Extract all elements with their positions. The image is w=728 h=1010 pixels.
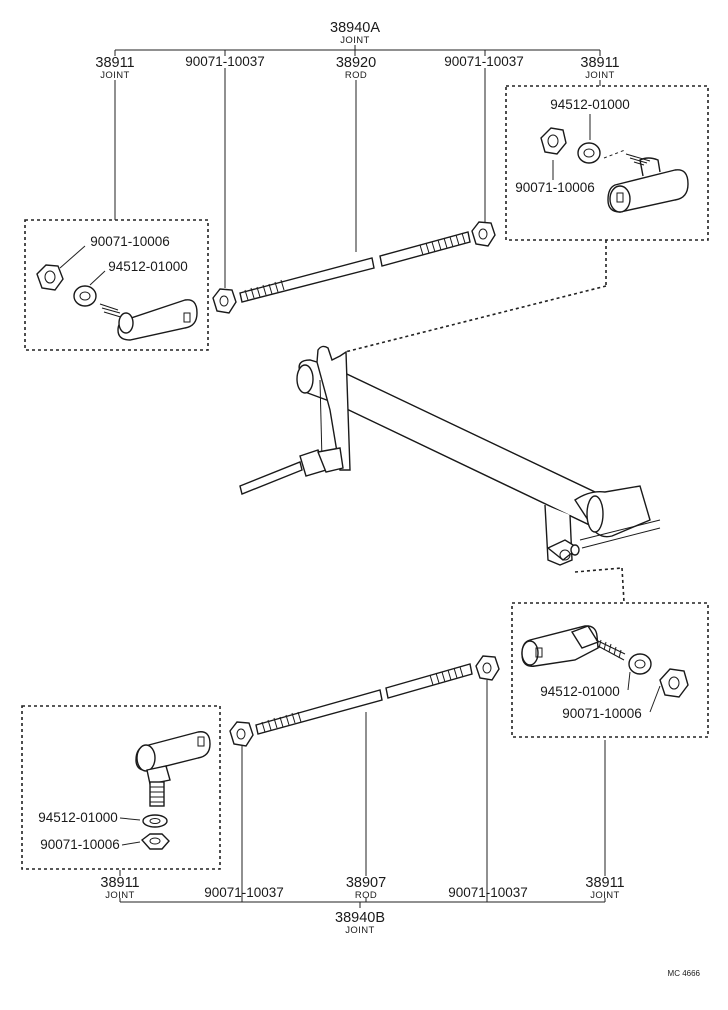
top-right-locknut-number: 90071-10037 (444, 54, 524, 69)
top-left-washer (73, 285, 97, 307)
top-right-hex-nut (540, 127, 567, 155)
bottom-assembly-name: JOINT (345, 925, 374, 936)
top-right-joint-number: 38911 (580, 55, 619, 71)
bottom-right-washer-number: 94512-01000 (540, 684, 620, 699)
bottom-callout-lines (119, 680, 606, 908)
bottom-left-hex-nut (140, 833, 170, 850)
top-left-joint-number: 38911 (95, 55, 134, 71)
top-rod-assembly (212, 221, 496, 314)
top-callout-lines (114, 45, 601, 288)
top-right-joint-name: JOINT (585, 70, 614, 81)
bottom-left-washer-number: 94512-01000 (38, 810, 118, 825)
bottom-left-washer (142, 814, 168, 828)
bottom-left-joint-number: 38911 (100, 875, 139, 891)
top-right-detail-box: 94512-01000 90071-10006 (505, 85, 709, 241)
bottom-right-locknut (475, 655, 500, 681)
top-rod-number: 38920 (336, 55, 376, 71)
bottom-rod-assembly (229, 655, 500, 747)
top-left-ball-joint (99, 299, 198, 341)
figure-code: MC 4666 (668, 969, 701, 978)
top-left-joint-name: JOINT (100, 70, 129, 81)
top-rod-name: ROD (345, 70, 367, 81)
top-assembly-name: JOINT (340, 35, 369, 46)
bottom-left-locknut-number: 90071-10037 (204, 885, 284, 900)
top-right-ball-joint (603, 149, 689, 213)
bottom-right-joint-name: JOINT (590, 890, 619, 901)
bottom-assembly-number: 38940B (335, 910, 385, 926)
bottom-left-detail-box: 94512-01000 90071-10006 (21, 705, 221, 870)
bottom-rod-number: 38907 (346, 875, 386, 891)
top-left-locknut-number: 90071-10037 (185, 54, 265, 69)
bottom-right-locknut-number: 90071-10037 (448, 885, 528, 900)
bottom-right-hex-nut (659, 668, 689, 698)
top-left-detail-box: 90071-10006 94512-01000 (24, 219, 209, 351)
bottom-left-nut-number: 90071-10006 (40, 837, 120, 852)
top-right-locknut (471, 221, 496, 247)
top-right-nut-number: 90071-10006 (515, 180, 595, 195)
bottom-left-ball-joint (135, 731, 211, 807)
bottom-right-nut-number: 90071-10006 (562, 706, 642, 721)
bottom-right-joint-number: 38911 (585, 875, 624, 891)
top-left-nut-number: 90071-10006 (90, 234, 170, 249)
bottom-left-joint-name: JOINT (105, 890, 134, 901)
top-left-locknut (212, 288, 237, 314)
top-right-washer (577, 142, 601, 164)
bottom-right-detail-box: 94512-01000 90071-10006 (511, 602, 709, 738)
bottom-right-ball-joint (521, 625, 626, 667)
bottom-rod-name: ROD (355, 890, 377, 901)
bottom-left-locknut (229, 721, 254, 747)
top-right-washer-number: 94512-01000 (550, 97, 630, 112)
top-left-washer-number: 94512-01000 (108, 259, 188, 274)
stabilizer-bar (239, 345, 661, 566)
top-assembly-number: 38940A (330, 20, 380, 36)
top-left-hex-nut (36, 264, 64, 291)
bottom-right-washer (628, 653, 652, 675)
